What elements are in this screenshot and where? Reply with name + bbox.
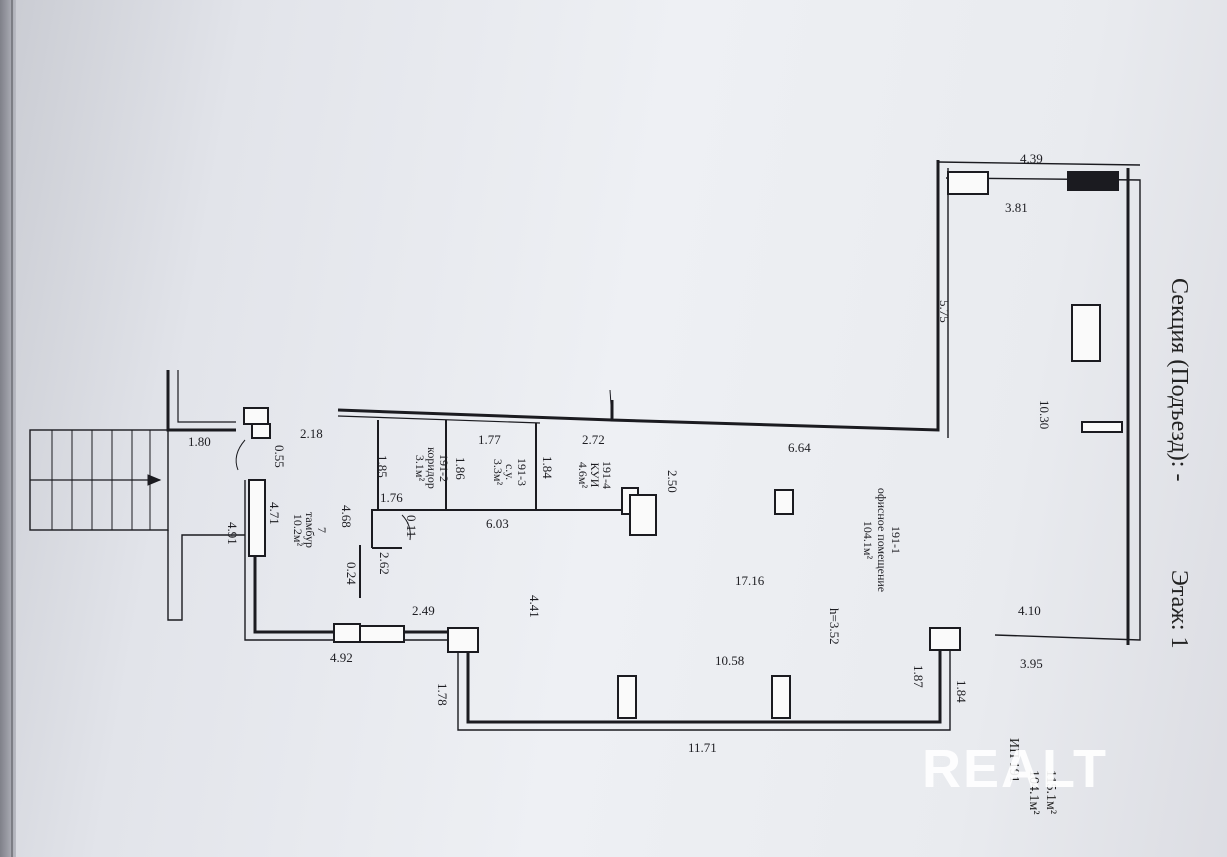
room-office: 191-1 офисное помещение 104.1м² <box>861 488 903 592</box>
dim-stair-top: 1.80 <box>188 434 211 449</box>
vestibule-area: 10.2м² <box>291 514 305 547</box>
dim-bottom-right-a: 1.87 <box>911 665 926 688</box>
dim-left-upper: 5.75 <box>937 300 952 323</box>
core-partitions <box>359 420 622 598</box>
vestibule-name: тамбур <box>303 512 317 548</box>
floor-heading: Этаж: 1 <box>1166 570 1192 649</box>
staircase <box>29 429 169 531</box>
wc-area: 3.3м² <box>491 459 505 486</box>
dim-stair-side: 2.18 <box>300 426 323 441</box>
dim-door-b: 0.11 <box>404 515 419 537</box>
dim-partition: 2.62 <box>377 552 392 575</box>
dim-office-lower: 10.58 <box>715 653 744 668</box>
wc-name: с.у. <box>503 464 517 480</box>
dim-right-upper: 10.30 <box>1037 400 1052 429</box>
dim-bottom-left: 1.78 <box>435 683 450 706</box>
office-height: h=3.52 <box>827 608 842 645</box>
office-name: офисное помещение <box>875 488 889 592</box>
office-area: 104.1м² <box>861 521 875 560</box>
kui-number: 191-4 <box>600 461 614 489</box>
exterior-walls <box>166 160 1141 731</box>
door-arcs <box>235 389 613 541</box>
dim-wc-depth: 1.86 <box>453 457 468 480</box>
room-corridor: 191-2 коридор 3.1м² <box>413 447 451 489</box>
kui-area: 4.6м² <box>576 462 590 489</box>
dim-right-lower-outer: 4.10 <box>1018 603 1041 618</box>
dim-core-bottom: 6.03 <box>486 516 509 531</box>
dim-bottom-right-b: 1.84 <box>954 680 969 703</box>
corridor-number: 191-2 <box>437 454 451 482</box>
dim-step-small: 0.55 <box>272 445 287 468</box>
summary-area-1: 104.1м² <box>1026 770 1041 815</box>
summary-code: ИП 191 <box>1006 738 1021 783</box>
dim-office-center: 17.16 <box>735 573 765 588</box>
dim-lobby-top: 2.49 <box>412 603 435 618</box>
dim-kui-depth: 1.84 <box>540 456 555 479</box>
dim-corr-depth: 1.85 <box>375 455 390 478</box>
dim-left-lower: 4.41 <box>527 595 542 618</box>
page-heading: Секция (Подъезд): - Этаж: 1 <box>1166 278 1192 649</box>
area-summary: ИП 191 104.1м² 115.1м² <box>1006 738 1058 815</box>
section-heading: Секция (Подъезд): - <box>1166 278 1192 481</box>
room-labels: 191-1 офисное помещение 104.1м² h=3.52 1… <box>291 447 903 644</box>
dim-wc-left: 1.77 <box>478 432 501 447</box>
wc-number: 191-3 <box>515 458 529 486</box>
corridor-area: 3.1м² <box>413 455 427 482</box>
dim-kui-left: 2.72 <box>582 432 605 447</box>
kui-name: КУИ <box>588 463 602 488</box>
dim-door-a: 0.24 <box>344 562 359 585</box>
dim-top-inner: 3.81 <box>1005 200 1028 215</box>
dim-top-outer: 4.39 <box>1020 151 1043 166</box>
watermark: REALT <box>922 739 1108 799</box>
columns <box>243 171 1123 719</box>
dim-vest-right: 4.68 <box>339 505 354 528</box>
dim-vestibule-bottom: 4.92 <box>330 650 353 665</box>
room-vestibule: 7 тамбур 10.2м² <box>291 512 329 548</box>
dim-right-lower-inner: 3.95 <box>1020 656 1043 671</box>
dim-corr-width: 1.76 <box>380 490 403 505</box>
corridor-name: коридор <box>425 447 439 489</box>
summary-area-2: 115.1м² <box>1043 770 1058 814</box>
dim-vestibule-left-inner: 4.71 <box>267 502 282 525</box>
room-wc: 191-3 с.у. 3.3м² <box>491 458 529 486</box>
dimension-labels: 4.39 3.81 10.30 5.75 6.64 17.16 10.58 4.… <box>188 151 1052 755</box>
dim-step-wall: 6.64 <box>788 440 811 455</box>
dim-vestibule-left-outer: 4.91 <box>225 522 240 545</box>
vestibule-number: 7 <box>315 527 329 533</box>
dim-kui-right: 2.50 <box>665 470 680 493</box>
room-kui: 191-4 КУИ 4.6м² <box>576 461 614 489</box>
dim-bottom-wall: 11.71 <box>688 740 717 755</box>
office-number: 191-1 <box>889 526 903 554</box>
